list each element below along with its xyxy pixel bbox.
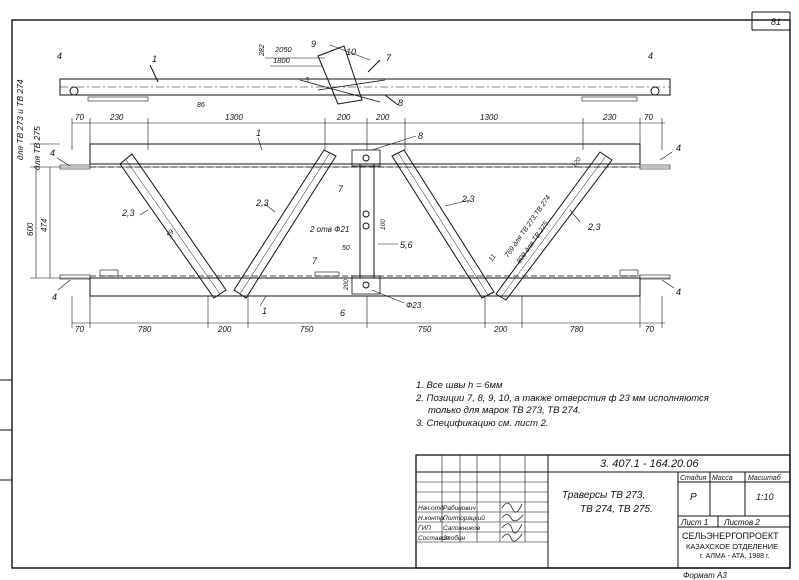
note-holes-21: 2 отв Ф21 — [309, 225, 349, 234]
note-100: 100 — [380, 219, 387, 230]
dim-left-600: 600 — [26, 222, 35, 236]
col-scale: Масштаб — [748, 474, 782, 482]
note-19: 19 — [166, 229, 176, 239]
tv-dim-2050: 2050 — [274, 45, 293, 54]
note-line-3: только для марок ТВ 273, ТВ 274. — [428, 405, 581, 416]
col-mass: Масса — [712, 475, 733, 482]
signature-2 — [501, 523, 523, 534]
role-1: Н.контр. — [418, 515, 446, 522]
format-label: Формат А3 — [683, 571, 727, 580]
part-8: 8 — [418, 131, 423, 141]
title-line-2: ТВ 274, ТВ 275. — [580, 504, 653, 515]
center-post — [359, 163, 375, 279]
dim-top-0: 70 — [75, 113, 84, 122]
part-23-d: 2,3 — [587, 222, 601, 232]
dim-top-7: 70 — [644, 113, 653, 122]
part-1-bottom: 1 — [262, 306, 267, 316]
tv-dim-282: 282 — [259, 44, 266, 57]
dim-bot-4: 750 — [418, 325, 432, 334]
dim-left-474: 474 — [40, 218, 49, 232]
part-4-br: 4 — [676, 287, 681, 297]
part-4-bl: 4 — [52, 292, 57, 302]
dim-bot-6: 780 — [570, 325, 584, 334]
tv-part-10: 10 — [346, 47, 356, 57]
signature-0 — [501, 502, 523, 513]
tv-part-9: 9 — [311, 39, 316, 49]
title-block — [415, 454, 791, 569]
tv-part-7: 7 — [386, 53, 392, 63]
note-200: 200 — [343, 279, 350, 291]
dim-bot-1: 780 — [138, 325, 152, 334]
part-23-b: 2,3 — [255, 198, 269, 208]
stage-value: Р — [690, 492, 697, 503]
name-3: Злобин — [443, 534, 465, 542]
role-3: Составил — [418, 535, 450, 542]
dim-bot-2: 200 — [217, 325, 232, 334]
dim-bot-7: 70 — [645, 325, 654, 334]
role-2: ГИП — [418, 525, 431, 532]
part-6: 6 — [340, 308, 345, 318]
side-label-top: для ТВ 273 и ТВ 274 — [15, 79, 25, 160]
part-4-tl: 4 — [50, 148, 55, 158]
signatures — [501, 502, 524, 542]
part-7-b: 7 — [312, 256, 318, 266]
note-line-4: 3. Спецификацию см. лист 2. — [416, 418, 549, 429]
part-7-a: 7 — [338, 184, 344, 194]
dim-top-6: 230 — [602, 113, 617, 122]
name-0: Рабинович — [443, 504, 476, 512]
dim-bot-5: 200 — [493, 325, 508, 334]
org-branch: КАЗАХСКОЕ ОТДЕЛЕНИЕ — [686, 542, 778, 551]
sheet-frame — [11, 19, 791, 569]
tv-part-1: 1 — [152, 54, 157, 64]
dim-top-5: 1300 — [480, 113, 498, 122]
elevation-view — [30, 118, 675, 328]
signature-3 — [501, 533, 523, 542]
signature-1 — [501, 514, 524, 522]
note-line-2: 2. Позиции 7, 8, 9, 10, а также отверсти… — [416, 393, 709, 404]
role-0: Нач.отд — [418, 504, 444, 512]
hole-right — [650, 86, 660, 96]
name-2: Сапожников — [443, 525, 481, 532]
sheets-label: Листов 2 — [723, 518, 760, 527]
title-line-1: Траверсы ТВ 273, — [562, 490, 645, 501]
part-23-c: 2,3 — [461, 194, 475, 204]
tv-part-4-left: 4 — [57, 51, 62, 61]
col-stage: Стадия — [680, 474, 706, 482]
dim-bot-3: 750 — [300, 325, 314, 334]
side-label-bottom: для ТВ 275 — [32, 126, 42, 170]
note-50: 50 — [342, 245, 350, 252]
part-23-a: 2,3 — [121, 208, 135, 218]
doc-code: 3. 407.1 - 164.20.06 — [600, 458, 699, 470]
part-1-top: 1 — [256, 128, 261, 138]
tv-dim-86: 86 — [197, 102, 205, 109]
part-4-tr: 4 — [676, 143, 681, 153]
tv-dim-1800: 1800 — [273, 56, 291, 65]
org-name: СЕЛЬЭНЕРГОПРОЕКТ — [682, 531, 779, 541]
dim-top-1: 230 — [109, 113, 124, 122]
sheet-label: Лист 1 — [680, 518, 708, 527]
tv-part-8: 8 — [398, 98, 403, 108]
bottom-chord — [89, 277, 641, 297]
hole-left — [69, 86, 79, 96]
dim-top-4: 200 — [375, 113, 390, 122]
tv-dim-3: 3 — [305, 77, 309, 84]
top-view — [59, 44, 671, 106]
org-city: г. АЛМА - АТА, 1988 г. — [700, 553, 770, 560]
dim-top-2: 1300 — [225, 113, 243, 122]
diagonals — [119, 149, 613, 301]
note-11: 11 — [488, 253, 498, 263]
note-line-1: 1. Все швы h = 6мм — [416, 380, 503, 391]
note-hole-23: Ф23 — [406, 301, 422, 310]
dim-bot-0: 70 — [75, 325, 84, 334]
scale-value: 1:10 — [756, 492, 774, 502]
tv-part-4-right: 4 — [648, 51, 653, 61]
sheet-number: 81 — [771, 17, 781, 27]
name-1: Полторацкий — [443, 514, 485, 522]
part-56: 5,6 — [400, 240, 413, 250]
dim-top-3: 200 — [336, 113, 351, 122]
